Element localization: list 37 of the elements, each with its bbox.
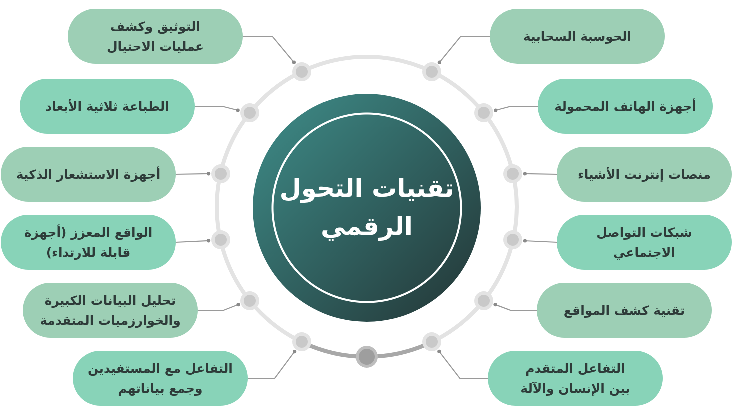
leader-line xyxy=(198,303,240,312)
topic-label: أجهزة الاستشعار الذكية xyxy=(16,166,161,184)
ring-dot-icon xyxy=(474,290,494,311)
topic-label: التفاعل المتقدم بين الإنسان والآلة xyxy=(520,360,632,398)
topic-label: شبكات التواصل الاجتماعي xyxy=(596,224,694,262)
ring-dot-icon xyxy=(210,164,231,184)
ring-dot-icon xyxy=(503,164,524,184)
leader-line xyxy=(494,303,537,312)
ring-dot-icon xyxy=(422,332,442,352)
topic-label: التوثيق وكشف عمليات الاحتيال xyxy=(106,18,206,56)
topic-label: الحوسبة السحابية xyxy=(524,28,632,46)
topic-label: الطباعة ثلاثية الأبعاد xyxy=(46,98,170,116)
topic-label: أجهزة الهاتف المحمولة xyxy=(554,98,696,116)
ring-dot-icon xyxy=(503,230,524,250)
ring-dot-icon xyxy=(474,103,494,124)
ring-dot-icon xyxy=(292,332,312,352)
leader-line xyxy=(243,36,296,64)
ring-dot-icon xyxy=(210,230,231,250)
leader-line xyxy=(438,350,488,380)
ring-dot-icon xyxy=(240,103,260,124)
ring-dot-icon xyxy=(240,290,260,311)
ring-dot-icon xyxy=(422,62,442,82)
topic-label: الواقع المعزز (أجهزة قابلة للارتداء) xyxy=(23,224,154,262)
topic-label: التفاعل مع المستفيدين وجمع بياناتهم xyxy=(87,360,234,398)
leader-line xyxy=(523,172,557,176)
leader-line xyxy=(494,106,538,112)
leader-line xyxy=(195,106,240,112)
leader-line xyxy=(523,239,558,244)
hub-title: تقنيات التحول الرقمي xyxy=(278,173,456,244)
leader-line xyxy=(176,172,211,176)
leader-line xyxy=(248,350,297,380)
topic-label: تقنية كشف المواقع xyxy=(564,302,686,320)
topic-label: تحليل البيانات الكبيرة والخوارزميات المتقدمة xyxy=(39,292,182,330)
topic-label: منصات إنترنت الأشياء xyxy=(578,166,711,184)
ring-dot-icon xyxy=(292,62,312,82)
leader-line xyxy=(176,239,211,244)
leader-line xyxy=(438,36,490,64)
